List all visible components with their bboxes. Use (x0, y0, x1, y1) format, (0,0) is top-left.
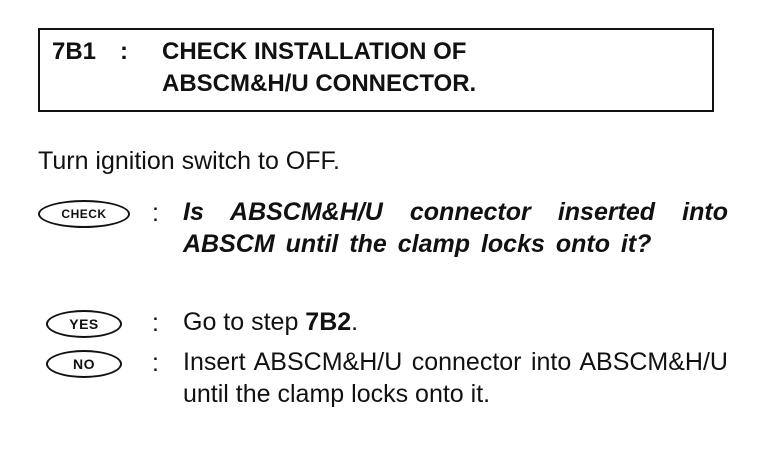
intro-instruction: Turn ignition switch to OFF. (38, 147, 340, 175)
no-instruction: Insert ABSCM&H/U connector into ABSCM&H/… (183, 348, 728, 408)
step-colon: : (120, 38, 128, 65)
step-id: 7B1 (52, 38, 97, 65)
step-title: CHECK INSTALLATION OF ABSCM&H/U CONNECTO… (162, 38, 477, 97)
yes-instruction: Go to step 7B2. (183, 306, 728, 338)
no-badge-icon: NO (46, 350, 122, 378)
no-colon: : (152, 349, 159, 377)
check-badge-label: CHECK (61, 207, 107, 221)
check-badge-icon: CHECK (38, 200, 130, 228)
check-colon: : (152, 199, 159, 227)
yes-text-prefix: Go to step (183, 308, 306, 336)
yes-step-reference: 7B2 (305, 308, 352, 336)
no-badge-label: NO (73, 356, 95, 372)
check-question: Is ABSCM&H/U connector inserted into ABS… (183, 198, 728, 258)
yes-badge-icon: YES (46, 310, 122, 338)
yes-badge-label: YES (69, 316, 99, 332)
yes-colon: : (152, 309, 159, 337)
step-header-box: 7B1 : CHECK INSTALLATION OF ABSCM&H/U CO… (38, 28, 714, 112)
yes-text-suffix: . (351, 308, 359, 336)
